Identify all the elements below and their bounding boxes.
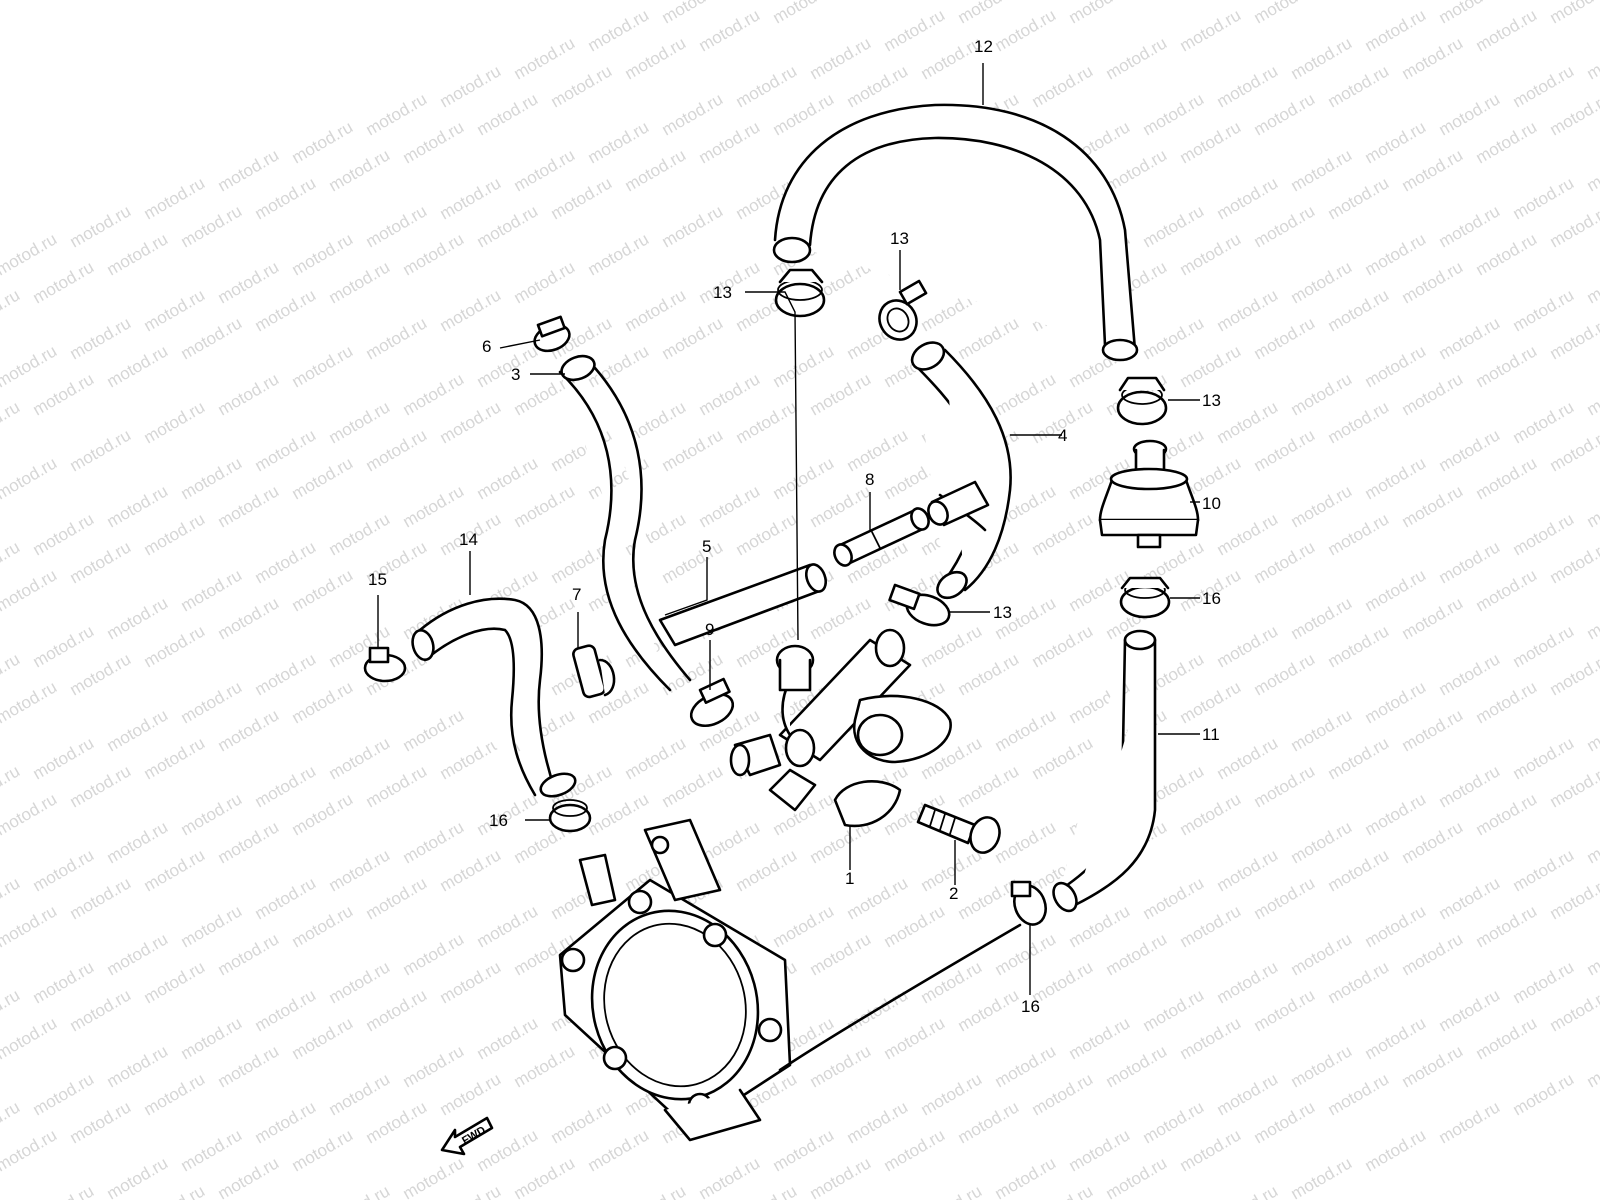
tank-flange [558,818,1022,1142]
callout-5: 5 [702,537,711,556]
hose-3 [558,354,692,692]
callout-13-right: 13 [1202,391,1221,410]
clamp-9 [689,677,735,728]
clamp-15 [363,646,407,683]
callout-13-mid: 13 [993,603,1012,622]
fuel-filter-10 [1098,439,1200,549]
callout-1: 1 [845,869,854,888]
joint-8 [833,507,930,567]
callout-16-right: 16 [1202,589,1221,608]
callout-7: 7 [572,585,581,604]
callout-12: 12 [974,37,993,56]
callout-6: 6 [482,337,491,356]
clamp-13-mid [888,583,951,627]
callout-4: 4 [1058,426,1067,445]
callouts: 12 13 13 13 13 6 3 4 8 10 5 14 15 7 16 9… [368,37,1221,1016]
fuel-cock-1 [729,628,952,828]
callout-11: 11 [1202,725,1220,744]
hose-14 [411,597,577,798]
leader-lines [377,63,1200,995]
bolt-2 [916,803,1001,854]
callout-13-top-right: 13 [890,229,909,248]
callout-14: 14 [459,530,478,549]
clamp-16-right [1119,576,1171,619]
hose-11 [1052,629,1157,913]
callout-16-lower: 16 [1021,997,1040,1016]
fwd-arrow-icon: FWD [440,1116,494,1156]
clamp-16-left [548,799,592,833]
callout-9: 9 [705,620,714,639]
clamp-7 [572,644,616,699]
hose-4 [910,341,1012,600]
callout-2: 2 [949,884,958,903]
callout-15: 15 [368,570,387,589]
hose-5 [658,563,828,647]
clamp-13-top-left [774,268,826,318]
clamp-13-top-right [878,279,928,341]
callout-3: 3 [511,365,520,384]
callout-16-left: 16 [489,811,508,830]
hose-stub [927,480,990,527]
clamp-13-right [1116,376,1168,426]
clamp-16-lower [1010,880,1047,926]
callout-10: 10 [1202,494,1221,513]
fwd-label: FWD [460,1124,488,1147]
hose-12 [772,103,1139,362]
callout-8: 8 [865,470,874,489]
clamp-6 [533,315,571,353]
callout-13-top-left: 13 [713,283,732,302]
